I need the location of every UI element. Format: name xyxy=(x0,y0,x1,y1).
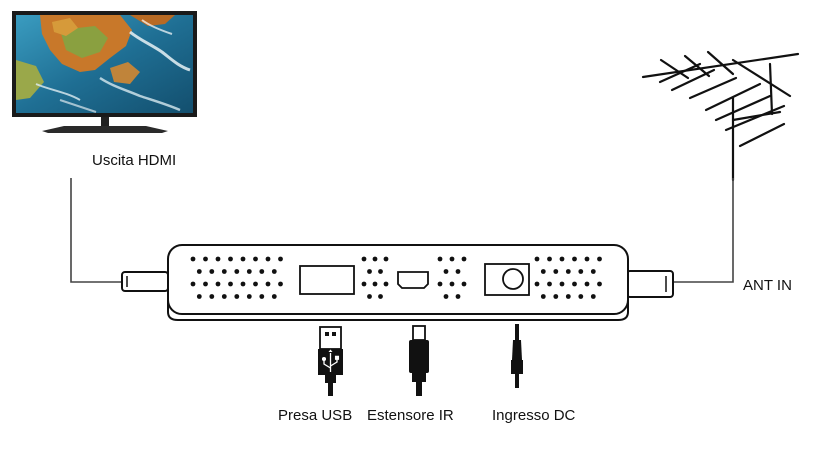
vent-hole xyxy=(461,281,467,287)
vent-hole xyxy=(449,281,455,287)
television-icon xyxy=(12,11,197,133)
dc-port xyxy=(484,263,530,296)
vent-hole xyxy=(553,269,559,274)
vent-hole xyxy=(190,281,196,287)
vent-hole xyxy=(372,256,378,262)
vent-hole xyxy=(455,294,461,299)
vent-hole xyxy=(559,281,565,287)
vent-hole xyxy=(572,256,577,262)
vent-hole xyxy=(246,269,252,274)
usb-port xyxy=(299,265,355,295)
vent-hole xyxy=(578,294,584,299)
vent-hole xyxy=(383,281,389,287)
vent-hole xyxy=(271,294,277,299)
hdmi-plug-icon xyxy=(121,271,169,292)
ir-extender-plug-icon xyxy=(409,325,429,396)
vent-hole xyxy=(367,269,372,274)
vent-hole xyxy=(203,281,208,287)
vent-hole xyxy=(278,281,283,287)
vent-hole xyxy=(572,281,577,287)
tv-antenna-icon xyxy=(641,50,800,182)
vent-hole xyxy=(234,294,240,299)
vent-hole xyxy=(221,294,227,299)
vent-hole xyxy=(215,281,221,287)
usb-port-label: Presa USB xyxy=(278,407,352,424)
vent-hole xyxy=(378,294,383,299)
vent-hole xyxy=(203,256,208,262)
vent-hole xyxy=(228,281,233,287)
vent-hole xyxy=(246,294,252,299)
vent-hole xyxy=(259,269,265,274)
vent-hole xyxy=(253,256,258,262)
tuner-device xyxy=(167,244,629,321)
vent-hole xyxy=(190,256,196,262)
vent-hole xyxy=(265,281,271,287)
vent-hole xyxy=(584,256,590,262)
vent-hole xyxy=(240,281,246,287)
vent-hole xyxy=(437,281,443,287)
vent-hole xyxy=(372,281,378,287)
vent-hole xyxy=(443,269,449,274)
dc-input-label: Ingresso DC xyxy=(492,407,576,424)
vent-hole xyxy=(240,256,246,262)
vent-grill xyxy=(190,256,602,299)
vent-hole xyxy=(455,269,461,274)
vent-hole xyxy=(361,281,367,287)
vent-hole xyxy=(534,281,540,287)
vent-hole xyxy=(271,269,277,274)
vent-hole xyxy=(437,256,443,262)
vent-hole xyxy=(209,294,215,299)
vent-hole xyxy=(590,294,596,299)
vent-hole xyxy=(361,256,367,262)
ir-port xyxy=(397,271,429,289)
vent-hole xyxy=(590,269,596,274)
vent-hole xyxy=(565,269,571,274)
vent-hole xyxy=(584,281,590,287)
vent-hole xyxy=(443,294,449,299)
vent-hole xyxy=(259,294,265,299)
vent-hole xyxy=(265,256,271,262)
vent-hole xyxy=(597,256,602,262)
vent-hole xyxy=(578,269,584,274)
hdmi-cable xyxy=(70,178,122,283)
vent-hole xyxy=(209,269,215,274)
usb-plug-icon xyxy=(318,326,343,396)
antenna-plug-icon xyxy=(626,270,674,298)
vent-hole xyxy=(234,269,240,274)
vent-hole xyxy=(553,294,559,299)
antenna-cable xyxy=(673,178,734,283)
vent-hole xyxy=(278,256,283,262)
vent-hole xyxy=(534,256,540,262)
antenna-input-label: ANT IN xyxy=(743,277,792,294)
dc-jack-plug-icon xyxy=(511,324,523,388)
vent-hole xyxy=(547,281,552,287)
vent-hole xyxy=(597,281,602,287)
vent-hole xyxy=(215,256,221,262)
vent-hole xyxy=(449,256,455,262)
vent-hole xyxy=(565,294,571,299)
vent-hole xyxy=(540,269,546,274)
vent-hole xyxy=(196,294,202,299)
vent-hole xyxy=(221,269,227,274)
vent-hole xyxy=(547,256,552,262)
vent-hole xyxy=(367,294,372,299)
vent-hole xyxy=(383,256,389,262)
vent-hole xyxy=(253,281,258,287)
vent-hole xyxy=(378,269,383,274)
vent-hole xyxy=(228,256,233,262)
vent-hole xyxy=(559,256,565,262)
ir-extender-label: Estensore IR xyxy=(367,407,454,424)
vent-hole xyxy=(540,294,546,299)
vent-hole xyxy=(461,256,467,262)
vent-hole xyxy=(196,269,202,274)
hdmi-output-label: Uscita HDMI xyxy=(92,152,176,169)
